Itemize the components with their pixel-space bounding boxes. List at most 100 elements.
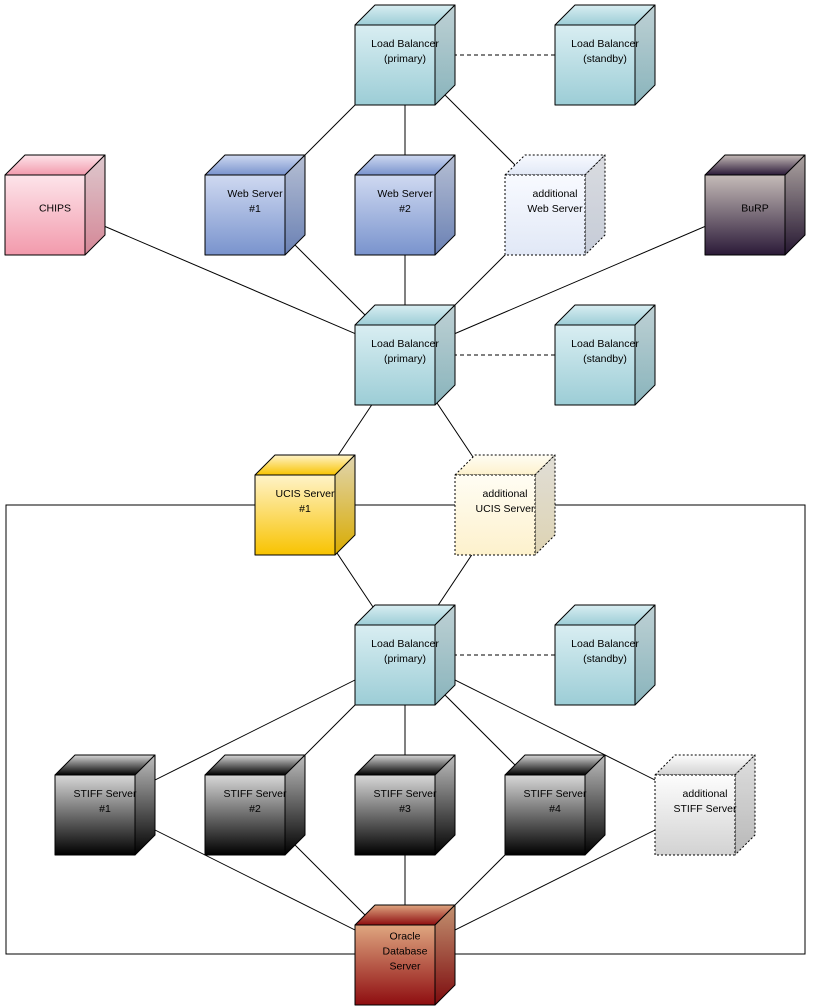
box-front-face	[554, 624, 636, 706]
node-label: #2	[399, 203, 411, 215]
node-label: Server	[390, 961, 421, 973]
box-side-shade	[785, 155, 805, 255]
node-chips[interactable]: CHIPS	[4, 154, 106, 256]
node-label: additional	[483, 488, 528, 500]
node-label: #1	[99, 803, 111, 815]
box-front-face	[354, 174, 436, 256]
node-label: Load Balancer	[371, 38, 439, 50]
node-ucis1[interactable]: UCIS Server #1	[254, 454, 356, 556]
node-label: (standby)	[583, 353, 627, 365]
node-stiff3[interactable]: STIFF Server #3	[354, 754, 456, 856]
box-front-face	[54, 774, 136, 856]
node-label: #4	[549, 803, 561, 815]
box-front-face	[554, 324, 636, 406]
box-front-face	[504, 774, 586, 856]
node-label: #3	[399, 803, 411, 815]
box-front-face	[504, 174, 586, 256]
node-lb-mid-primary[interactable]: Load Balancer (primary)	[354, 304, 456, 406]
node-lb-bot-standby[interactable]: Load Balancer (standby)	[554, 604, 656, 706]
box-side-shade	[585, 755, 605, 855]
node-label: Load Balancer	[571, 38, 639, 50]
box-side-shade	[735, 755, 755, 855]
node-web2[interactable]: Web Server #2	[354, 154, 456, 256]
node-lb-mid-standby[interactable]: Load Balancer (standby)	[554, 304, 656, 406]
box-front-face	[654, 774, 736, 856]
node-label: (primary)	[384, 353, 426, 365]
node-lb-top-standby[interactable]: Load Balancer (standby)	[554, 4, 656, 106]
box-front-face	[354, 324, 436, 406]
box-side-shade	[135, 755, 155, 855]
node-label: additional	[533, 188, 578, 200]
box-side-shade	[435, 5, 455, 105]
node-label: STIFF Server	[523, 788, 587, 800]
box-side-shade	[335, 455, 355, 555]
box-side-shade	[435, 755, 455, 855]
node-label: (standby)	[583, 53, 627, 65]
box-side-face	[534, 454, 556, 556]
box-side-shade	[435, 155, 455, 255]
connection-line	[54, 204, 406, 356]
node-label: Web Server	[377, 188, 433, 200]
node-label: STIFF Server	[223, 788, 287, 800]
box-side-shade	[435, 305, 455, 405]
node-label: Load Balancer	[371, 338, 439, 350]
node-stiff1[interactable]: STIFF Server #1	[54, 754, 156, 856]
box-front-face	[354, 774, 436, 856]
box-side-shade	[635, 305, 655, 405]
node-web1[interactable]: Web Server #1	[204, 154, 306, 256]
nodes: Load Balancer (primary) Load Balancer (stan…	[4, 4, 806, 1006]
node-label: STIFF Server	[73, 788, 137, 800]
node-label: #1	[299, 503, 311, 515]
box-side-shade	[635, 605, 655, 705]
box-side-shade	[435, 905, 455, 1005]
node-label: (primary)	[384, 653, 426, 665]
node-label: STIFF Server	[373, 788, 437, 800]
connection-line	[404, 204, 756, 356]
box-front-face	[204, 774, 286, 856]
box-front-face	[454, 474, 536, 556]
node-label: Web Server	[527, 203, 583, 215]
node-label: BuRP	[741, 203, 768, 215]
node-stiff2[interactable]: STIFF Server #2	[204, 754, 306, 856]
node-label: #2	[249, 803, 261, 815]
box-side-shade	[285, 755, 305, 855]
node-lb-bot-primary[interactable]: Load Balancer (primary)	[354, 604, 456, 706]
box-front-face	[354, 924, 436, 1006]
node-label: (standby)	[583, 653, 627, 665]
box-front-face	[554, 24, 636, 106]
box-side-face	[734, 754, 756, 856]
node-label: UCIS Server	[276, 488, 335, 500]
box-front-face	[204, 174, 286, 256]
box-front-face	[354, 624, 436, 706]
node-burp[interactable]: BuRP	[704, 154, 806, 256]
node-label: Database	[383, 946, 428, 958]
box-side-shade	[635, 5, 655, 105]
node-label: Web Server	[227, 188, 283, 200]
box-front-face	[4, 174, 86, 256]
box-front-face	[354, 24, 436, 106]
node-stiff4[interactable]: STIFF Server #4	[504, 754, 606, 856]
box-front-face	[254, 474, 336, 556]
box-side-shade	[285, 155, 305, 255]
node-label: #1	[249, 203, 261, 215]
node-lb-top-primary[interactable]: Load Balancer (primary)	[354, 4, 456, 106]
node-label: Load Balancer	[571, 638, 639, 650]
box-side-shade	[585, 155, 605, 255]
node-label: Load Balancer	[371, 638, 439, 650]
node-label: (primary)	[384, 53, 426, 65]
node-label: CHIPS	[39, 203, 71, 215]
node-label: Oracle	[390, 931, 421, 943]
box-front-face	[704, 174, 786, 256]
node-label: additional	[683, 788, 728, 800]
box-side-shade	[85, 155, 105, 255]
box-side-face	[584, 154, 606, 256]
box-side-shade	[535, 455, 555, 555]
node-label: UCIS Server	[476, 503, 535, 515]
node-label: Load Balancer	[571, 338, 639, 350]
box-side-shade	[435, 605, 455, 705]
